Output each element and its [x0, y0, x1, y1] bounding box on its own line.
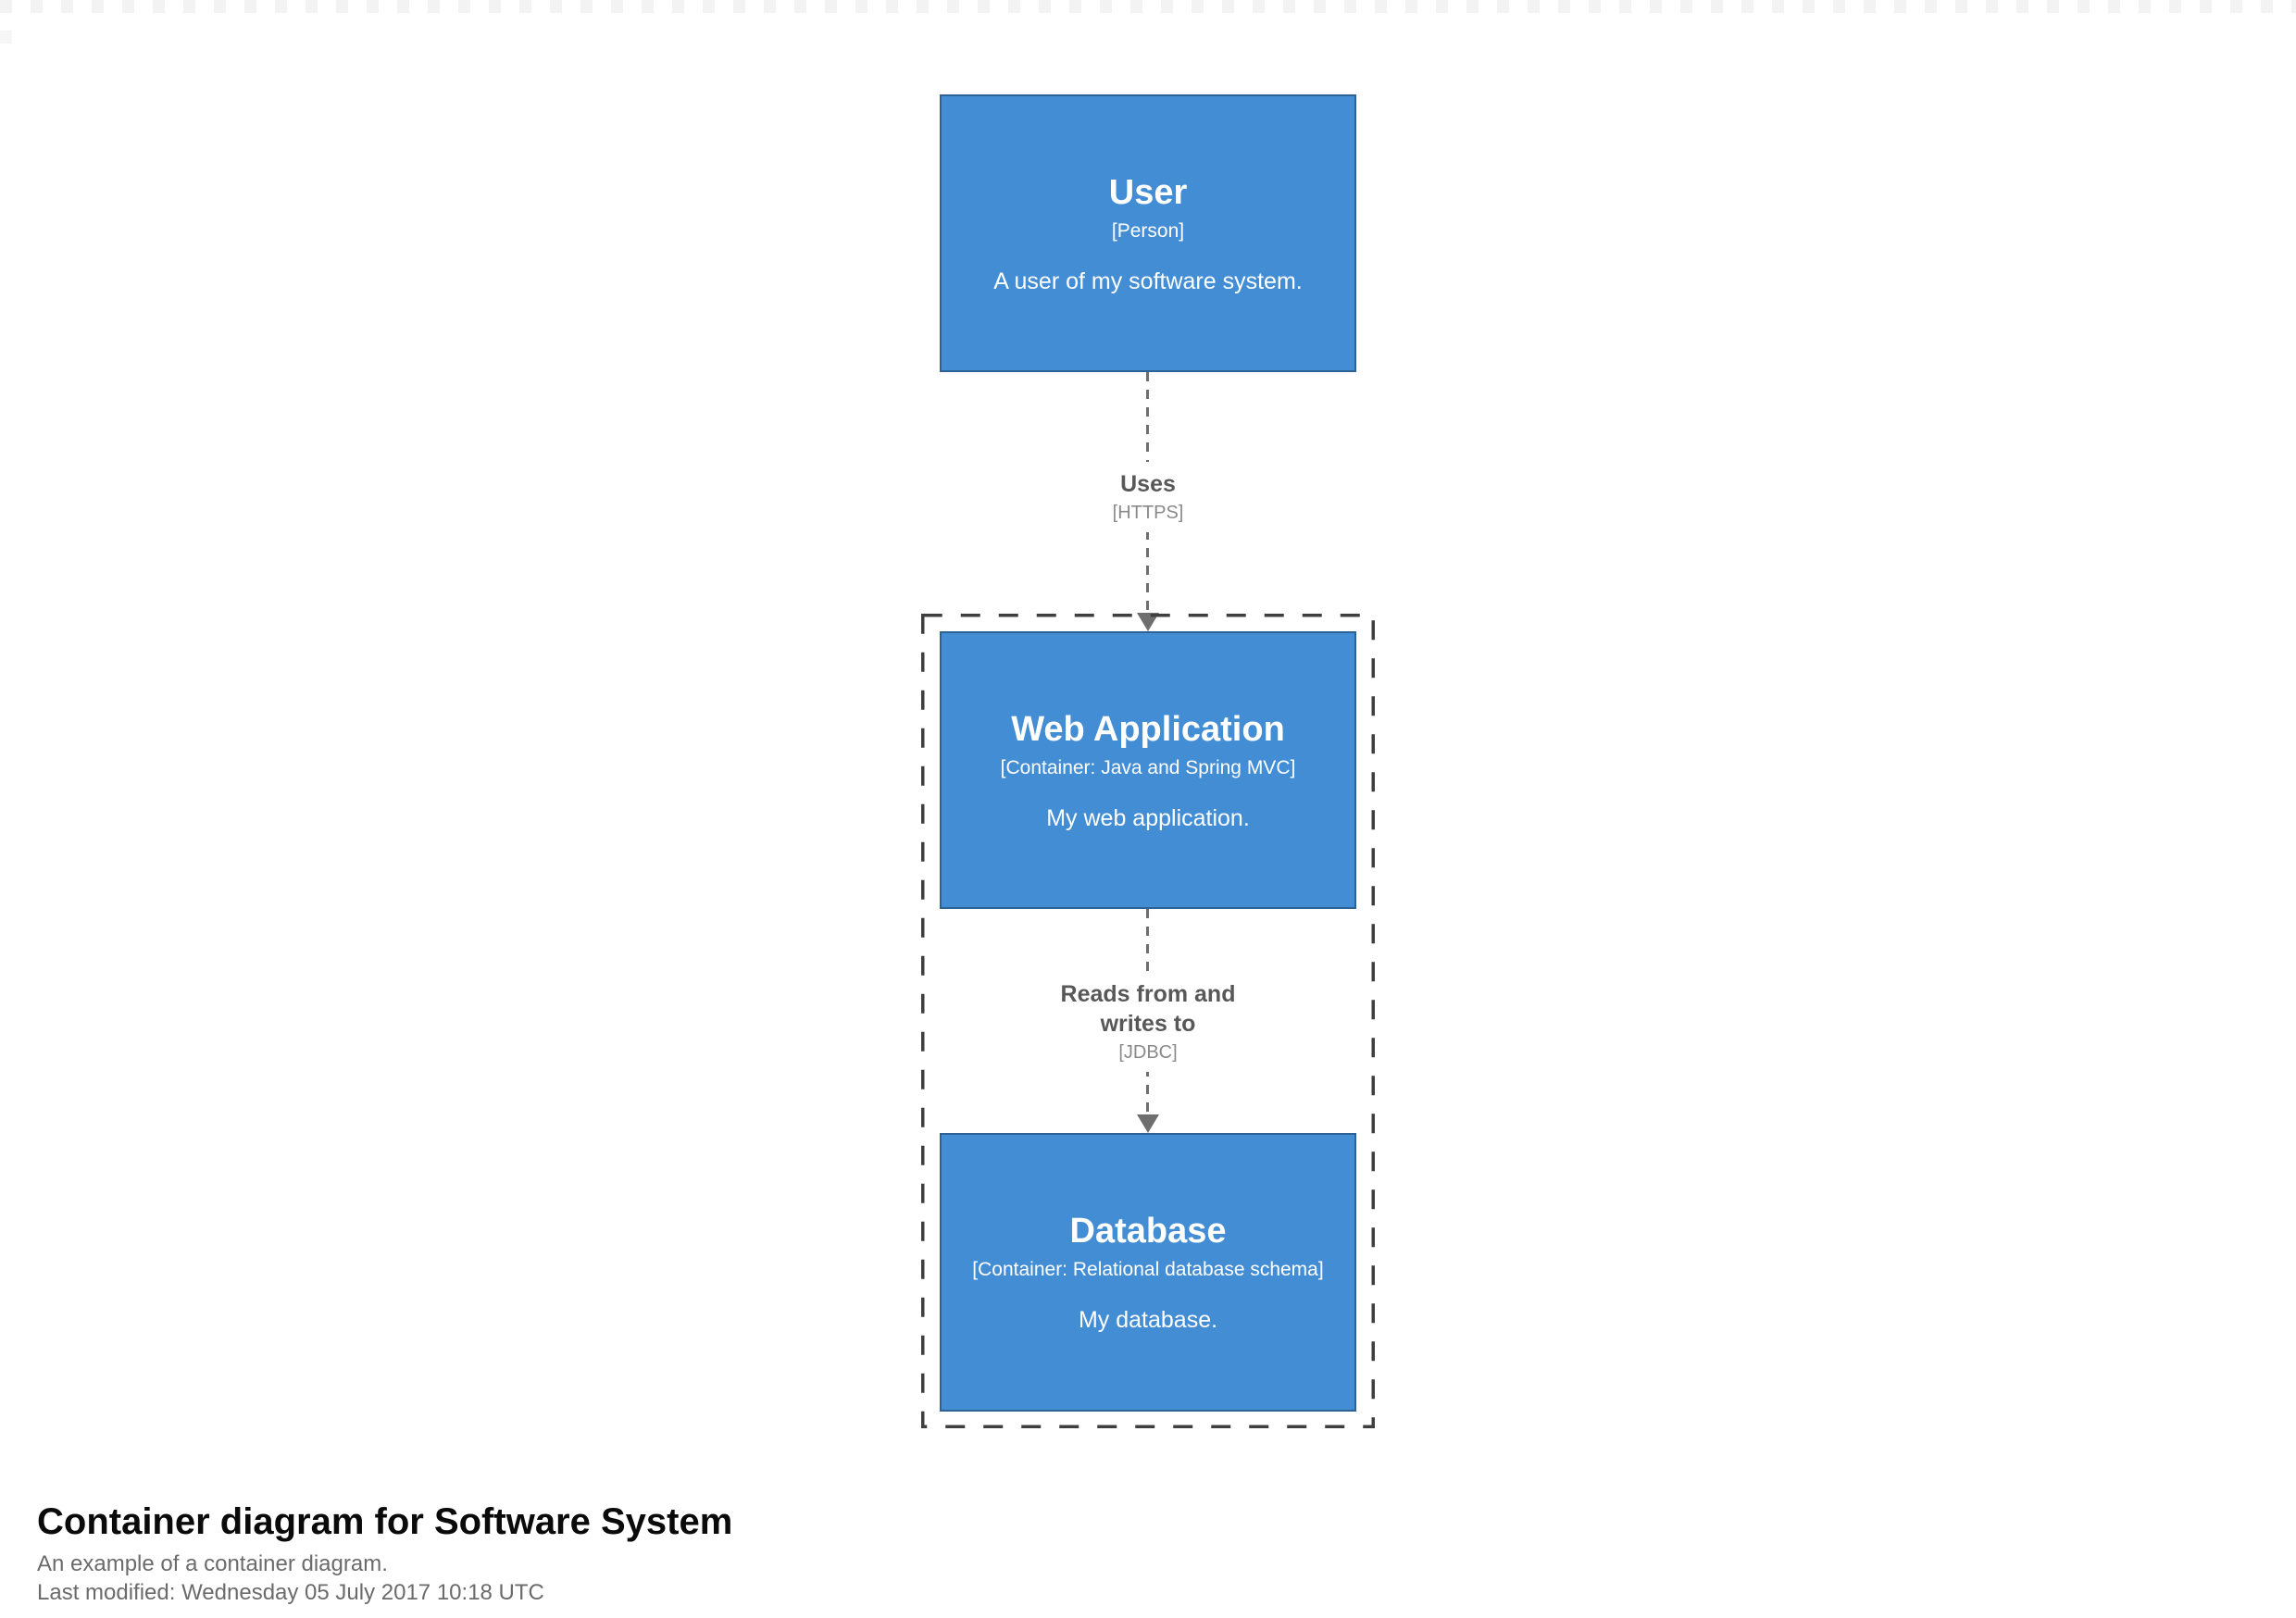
relationship-uses-name: Uses	[1120, 471, 1176, 497]
software-system-boundary-rect	[921, 614, 1375, 1428]
node-user-name: User	[1108, 172, 1188, 212]
relationship-reads-writes-technology: [JDBC]	[1118, 1042, 1178, 1063]
node-web-application-description: My web application.	[1046, 804, 1250, 831]
node-user-meta: [Person]	[1111, 219, 1185, 242]
relationship-uses-technology: [HTTPS]	[1112, 503, 1184, 523]
node-web-application[interactable]: Web Application [Container: Java and Spr…	[940, 631, 1356, 909]
page-description: An example of a container diagram.	[37, 1551, 388, 1576]
arrowhead-down-icon-uses	[1137, 613, 1159, 631]
node-web-application-meta: [Container: Java and Spring MVC]	[1000, 756, 1296, 778]
page-title: Container diagram for Software System	[37, 1501, 733, 1542]
diagram-metadata: Container diagram for Software System An…	[37, 1501, 732, 1607]
page-last-modified: Last modified: Wednesday 05 July 2017 10…	[37, 1580, 544, 1605]
node-web-application-name: Web Application	[1011, 709, 1285, 749]
node-database[interactable]: Database [Container: Relational database…	[940, 1133, 1356, 1412]
relationship-reads-writes-name: Reads from and writes to	[1060, 981, 1236, 1037]
relationship-label-uses: Uses [HTTPS]	[1099, 462, 1197, 532]
page-edge-dash-left	[0, 31, 12, 44]
node-user[interactable]: User [Person] A user of my software syst…	[940, 94, 1356, 372]
node-database-name: Database	[1069, 1212, 1227, 1251]
node-database-description: My database.	[1078, 1307, 1218, 1333]
page-edge-dashes-top	[0, 0, 2296, 13]
node-user-description: A user of my software system.	[993, 268, 1303, 294]
node-database-meta: [Container: Relational database schema]	[972, 1259, 1324, 1280]
software-system-boundary	[921, 614, 1375, 1428]
arrowhead-down-icon-reads-writes	[1137, 1114, 1159, 1133]
relationship-label-reads-writes: Reads from and writes to [JDBC]	[1024, 972, 1272, 1072]
